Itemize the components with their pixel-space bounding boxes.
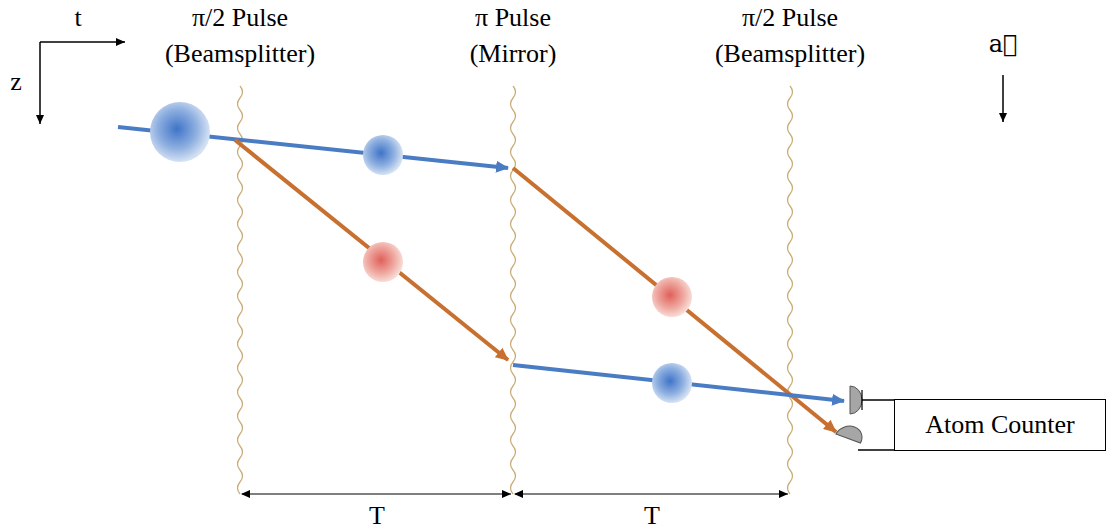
atom-paths — [118, 127, 844, 432]
time-dimension — [242, 494, 788, 495]
dimension-label: T — [357, 498, 397, 532]
pulse-wave — [511, 86, 516, 494]
pulse-wave — [788, 86, 793, 494]
axis-label: t — [58, 0, 98, 36]
vector-label: a⃗ — [983, 26, 1023, 62]
box-text: Atom Counter — [925, 409, 1075, 441]
pulse-label: π Pulse (Mirror) — [458, 0, 568, 72]
detectors — [835, 386, 894, 450]
atom-clouds — [150, 102, 692, 403]
pulse-label: π/2 Pulse (Beamsplitter) — [150, 0, 330, 72]
counter-box: Atom Counter — [894, 399, 1106, 451]
dimension-label: T — [632, 498, 672, 532]
axis-label: z — [1, 64, 31, 100]
pulse-label: π/2 Pulse (Beamsplitter) — [700, 0, 880, 72]
